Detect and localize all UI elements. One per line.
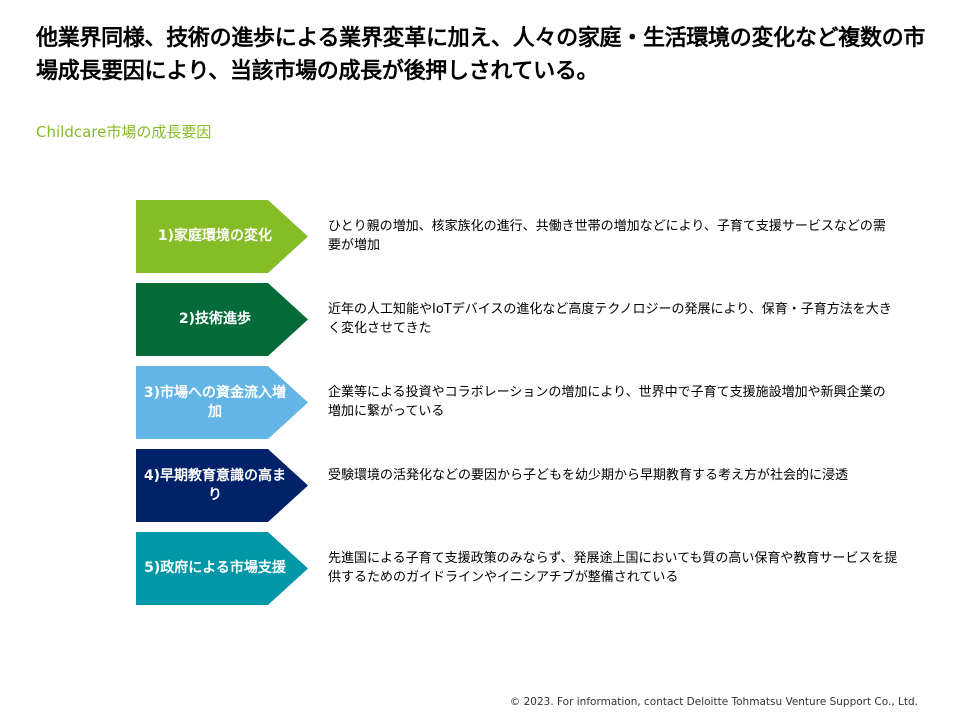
factor-description: 企業等による投資やコラボレーションの増加により、世界中で子育て支援施設増加や新興…	[328, 385, 886, 419]
section-subtitle: Childcare市場の成長要因	[36, 123, 212, 141]
copyright-footer: © 2023. For information, contact Deloitt…	[509, 696, 918, 708]
arrow-shape: 3)市場への資金流入増加	[136, 366, 308, 439]
growth-factor-family-environment: 1)家庭環境の変化 ひとり親の増加、核家族化の進行、共働き世帯の増加などにより、…	[136, 200, 916, 273]
growth-factor-capital-inflow: 3)市場への資金流入増加 企業等による投資やコラボレーションの増加により、世界中…	[136, 366, 916, 439]
page-headline: 他業界同様、技術の進歩による業界変革に加え、人々の家庭・生活環境の変化など複数の…	[36, 26, 926, 84]
arrow-shape: 1)家庭環境の変化	[136, 200, 308, 273]
factor-label: 1)家庭環境の変化	[157, 228, 273, 244]
arrow-shape: 4)早期教育意識の高まり	[136, 449, 308, 522]
factor-description: 受験環境の活発化などの要因から子どもを幼少期から早期教育する考え方が社会的に浸透	[328, 468, 849, 483]
factor-label: 5)政府による市場支援	[144, 560, 286, 576]
growth-factor-early-education: 4)早期教育意識の高まり 受験環境の活発化などの要因から子どもを幼少期から早期教…	[136, 449, 916, 522]
factor-description: ひとり親の増加、核家族化の進行、共働き世帯の増加などにより、子育て支援サービスな…	[328, 219, 886, 253]
factor-description: 近年の人工知能やIoTデバイスの進化など高度テクノロジーの発展により、保育・子育…	[328, 302, 892, 336]
growth-factor-government-support: 5)政府による市場支援 先進国による子育て支援政策のみならず、発展途上国において…	[136, 532, 916, 605]
arrow-shape: 2)技術進歩	[136, 283, 308, 356]
factor-label: 4)早期教育意識の高まり	[143, 467, 287, 503]
factor-description: 先進国による子育て支援政策のみならず、発展途上国においても質の高い保育や教育サー…	[328, 551, 898, 585]
arrow-shape: 5)政府による市場支援	[136, 532, 308, 605]
factor-label: 3)市場への資金流入増加	[143, 384, 287, 420]
factor-label: 2)技術進歩	[178, 311, 252, 327]
growth-factor-technology: 2)技術進歩 近年の人工知能やIoTデバイスの進化など高度テクノロジーの発展によ…	[136, 283, 916, 356]
